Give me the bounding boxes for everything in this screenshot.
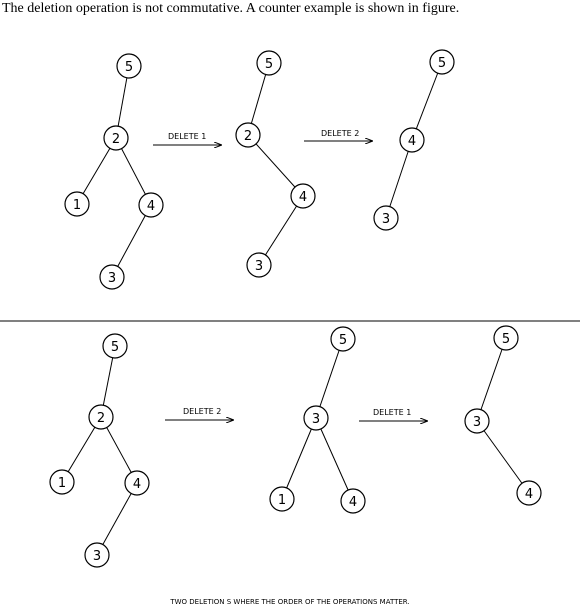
tree-node: 5	[493, 325, 519, 351]
svg-text:4: 4	[408, 134, 416, 149]
tree-node: 5	[116, 53, 142, 79]
tree-node: 1	[269, 486, 295, 512]
svg-text:3: 3	[382, 212, 390, 227]
tree-node: 2	[88, 404, 114, 430]
svg-text:3: 3	[473, 415, 481, 430]
tree-node: 2	[103, 125, 129, 151]
edge-5-4	[411, 61, 443, 141]
svg-text:4: 4	[525, 487, 533, 502]
svg-text:4: 4	[133, 477, 141, 492]
tree-node: 4	[290, 183, 316, 209]
svg-text:5: 5	[438, 56, 446, 71]
tree-node: 3	[464, 408, 490, 434]
tree-node: 4	[138, 192, 164, 218]
svg-text:4: 4	[299, 190, 307, 205]
svg-text:1: 1	[278, 493, 286, 508]
edge-5-3	[315, 338, 344, 419]
svg-text:3: 3	[93, 549, 101, 564]
svg-text:1: 1	[58, 476, 66, 491]
tree-node: 5	[102, 333, 128, 359]
svg-text:5: 5	[125, 60, 133, 75]
edge-3-1	[281, 417, 317, 500]
row-2-tree-1: 5 2 1 4 3	[49, 333, 150, 568]
operation-label: DELETE 2	[183, 407, 221, 416]
operation-label: DELETE 2	[321, 129, 359, 138]
row-2-tree-2: 5 3 1 4	[269, 326, 366, 514]
edge-5-3	[476, 337, 507, 422]
tree-node: 2	[235, 122, 261, 148]
edge-2-4	[247, 134, 304, 197]
svg-text:4: 4	[349, 495, 357, 510]
tree-node: 1	[64, 191, 90, 217]
tree-node: 3	[84, 542, 110, 568]
tree-node: 3	[246, 252, 272, 278]
row-2: 5 2 1 4 3 DELETE 2	[49, 325, 542, 568]
svg-text:3: 3	[312, 412, 320, 427]
svg-text:3: 3	[108, 271, 116, 286]
edge-4-3	[385, 139, 413, 219]
tree-node: 3	[373, 205, 399, 231]
svg-text:4: 4	[147, 199, 155, 214]
edge-2-1	[76, 137, 117, 205]
tree-node: 3	[303, 405, 329, 431]
tree-node: 3	[99, 264, 125, 290]
tree-node: 5	[429, 49, 455, 75]
row-1-arrow-2: DELETE 2	[304, 129, 372, 141]
edge-4-3	[96, 482, 138, 556]
svg-text:5: 5	[502, 332, 510, 347]
edge-3-4	[315, 417, 354, 502]
tree-node: 4	[399, 127, 425, 153]
tree-node: 4	[516, 480, 542, 506]
operation-label: DELETE 1	[168, 132, 206, 141]
tree-node: 4	[124, 470, 150, 496]
svg-text:2: 2	[112, 132, 120, 147]
tree-node: 5	[330, 326, 356, 352]
intro-text: The deletion operation is not commutativ…	[2, 1, 460, 16]
edge-4-3	[111, 204, 152, 278]
row-2-arrow-1: DELETE 2	[165, 407, 233, 420]
edge-3-4	[476, 420, 530, 494]
svg-text:2: 2	[97, 411, 105, 426]
row-1-tree-3: 5 4 3	[373, 49, 455, 231]
row-1-arrow-1: DELETE 1	[153, 132, 221, 145]
svg-text:5: 5	[265, 57, 273, 72]
svg-text:5: 5	[111, 340, 119, 355]
row-2-tree-3: 5 3 4	[464, 325, 542, 506]
tree-node: 4	[340, 488, 366, 514]
edge-4-3	[258, 195, 304, 266]
svg-text:2: 2	[244, 129, 252, 144]
svg-text:5: 5	[339, 333, 347, 348]
tree-node: 1	[49, 469, 75, 495]
row-1-tree-2: 5 2 4 3	[235, 50, 316, 278]
row-2-arrow-2: DELETE 1	[359, 408, 427, 421]
row-1-tree-1: 5 2 1 4 3	[64, 53, 164, 290]
operation-label: DELETE 1	[373, 408, 411, 417]
tree-node: 5	[256, 50, 282, 76]
edge-2-1	[61, 416, 102, 483]
figure-caption: TWO DELETION S WHERE THE ORDER OF THE OP…	[170, 598, 410, 606]
svg-text:3: 3	[255, 259, 263, 274]
svg-text:1: 1	[73, 198, 81, 213]
row-1: 5 2 1 4 3 DELETE 1	[64, 49, 455, 290]
